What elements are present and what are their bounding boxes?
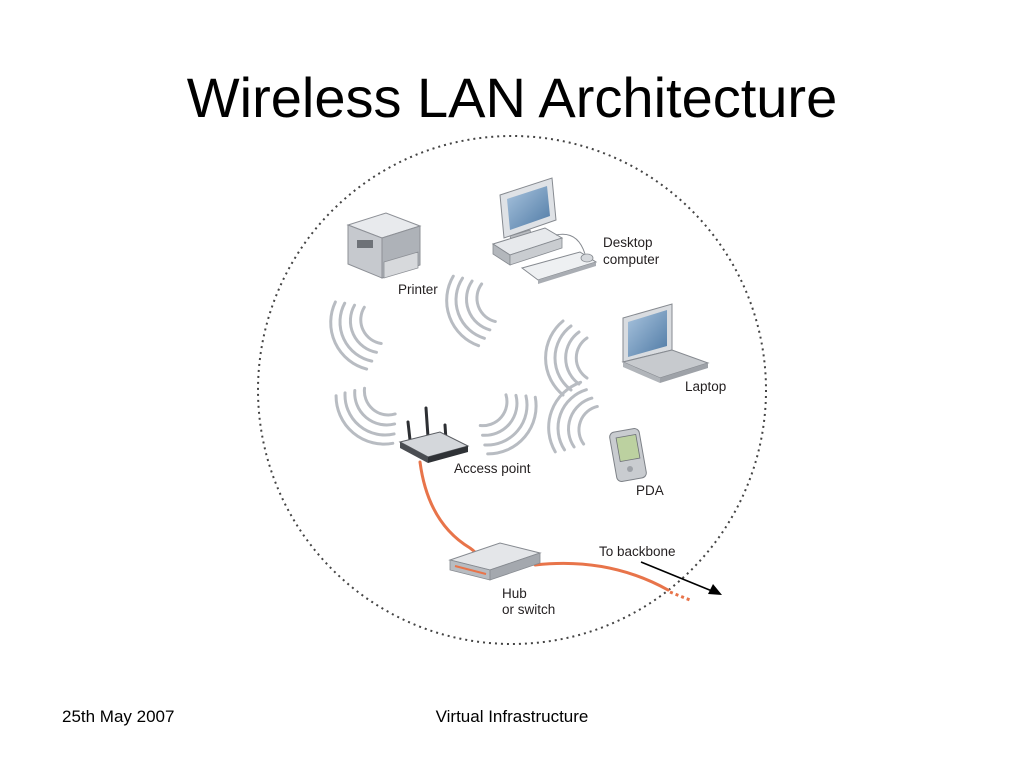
- footer-date: 25th May 2007: [62, 707, 175, 726]
- wave-desktop: [445, 274, 497, 348]
- slide-title: Wireless LAN Architecture: [186, 66, 838, 129]
- printer-icon: [346, 212, 422, 279]
- label-pda: PDA: [636, 483, 664, 498]
- label-backbone: To backbone: [599, 544, 676, 559]
- network-boundary: [257, 135, 767, 645]
- label-desktop-line2: computer: [603, 252, 660, 267]
- cable-dashed-end: [669, 590, 691, 602]
- pda-icon: [609, 428, 647, 482]
- label-access-point: Access point: [454, 461, 531, 476]
- wave-printer: [329, 300, 383, 371]
- laptop-icon: [621, 303, 710, 383]
- access-point-icon: [398, 406, 470, 463]
- footer-title: Virtual Infrastructure: [435, 707, 589, 726]
- label-laptop: Laptop: [685, 379, 726, 394]
- label-desktop-line1: Desktop: [603, 235, 653, 250]
- arrow-icon: [640, 561, 722, 595]
- wave-laptop: [544, 319, 589, 397]
- wave-pda: [547, 380, 599, 454]
- label-hub-line1: Hub: [502, 586, 527, 601]
- wave-printer-ap: [334, 386, 397, 446]
- label-hub-line2: or switch: [502, 602, 555, 617]
- label-printer: Printer: [398, 282, 438, 297]
- desktop-computer-icon: [491, 177, 598, 284]
- cable-hub-backbone: [533, 561, 670, 592]
- wave-ap-right: [478, 393, 538, 456]
- hub-switch-icon: [448, 542, 542, 581]
